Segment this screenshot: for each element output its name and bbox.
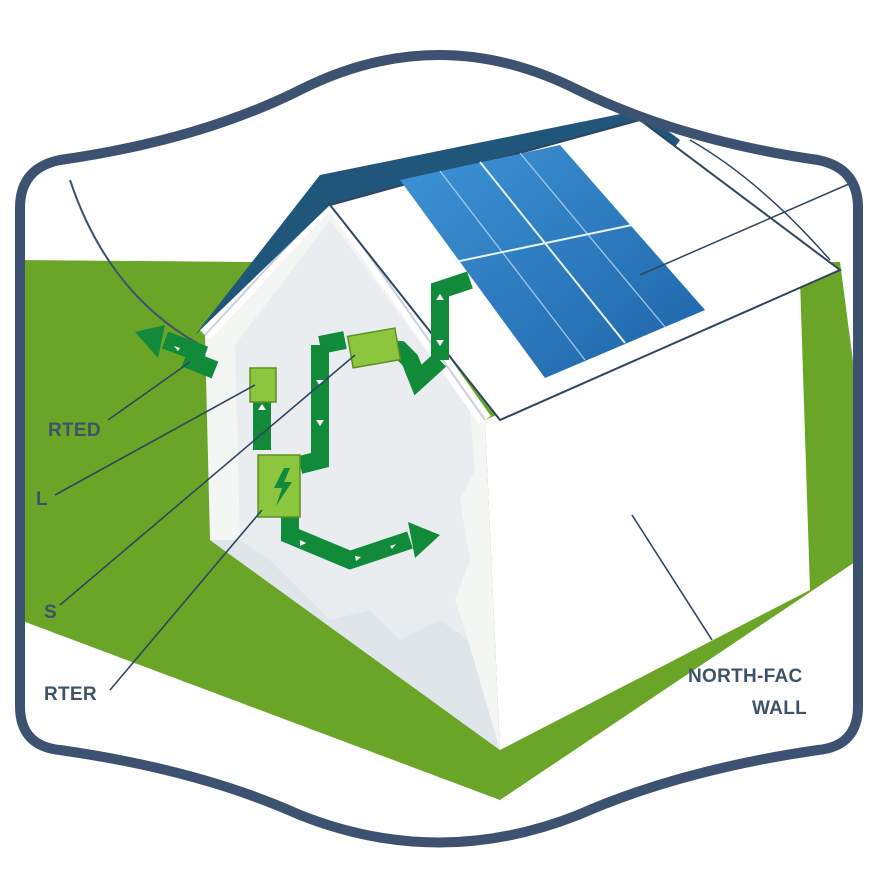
label-meters: S — [44, 602, 57, 623]
arrow-icon — [408, 522, 440, 558]
meter-device — [346, 327, 402, 369]
label-wall-line2: WALL — [752, 698, 807, 719]
label-exported: RTED — [48, 420, 101, 441]
solar-panel — [400, 145, 705, 378]
label-left-partial: L — [36, 489, 48, 510]
badge-frame — [15, 50, 863, 848]
sun-path-curve — [69, 179, 211, 351]
lightning-bolt-icon — [274, 468, 292, 506]
north-facing-wall — [485, 280, 810, 750]
arrow-icon — [135, 325, 165, 358]
label-wall-line1: NORTH-FAC — [688, 666, 803, 687]
label-inverter: RTER — [44, 684, 97, 705]
